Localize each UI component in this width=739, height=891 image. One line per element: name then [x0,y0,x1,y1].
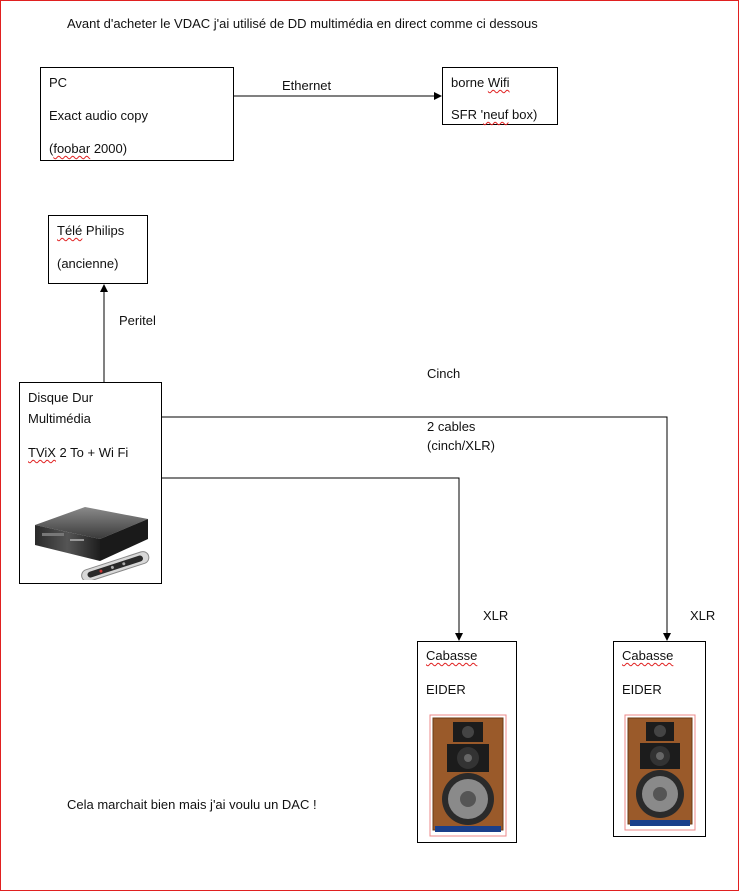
hdd-line3: TViX 2 To + Wi Fi [28,445,129,460]
hdd-box: Disque Dur Multimédia TViX 2 To + Wi Fi [19,382,162,584]
right-speaker-box: Cabasse EIDER [613,641,706,837]
pc-software: Exact audio copy [49,108,149,123]
cable-to-right-speaker [162,416,671,641]
right-speaker-model: EIDER [622,682,662,697]
intro-text: Avant d'acheter le VDAC j'ai utilisé de … [67,16,538,31]
pc-title: PC [49,75,68,90]
cables-label-2: (cinch/XLR) [427,438,495,453]
wifi-subtitle: SFR 'neuf box) [451,107,538,122]
xlr-label-right: XLR [690,608,716,623]
xlr-label-left: XLR [483,608,509,623]
right-speaker-image [624,714,696,831]
pc-player: (foobar 2000) [49,141,128,156]
cables-label-1: 2 cables [427,419,476,434]
cable-to-left-speaker [162,477,463,641]
wifi-title: borne Wifi [451,75,510,90]
right-speaker-brand: Cabasse [622,648,674,663]
hdd-line1: Disque Dur [28,390,94,405]
tv-box: Télé Philips (ancienne) [48,215,148,284]
cinch-label: Cinch [427,366,461,381]
left-speaker-box: Cabasse EIDER [417,641,517,843]
tv-subtitle: (ancienne) [57,256,119,271]
pc-box: PC Exact audio copy (foobar 2000) [40,67,234,161]
ethernet-label: Ethernet [282,78,332,93]
peritel-label: Peritel [119,313,156,328]
left-speaker-brand: Cabasse [426,648,478,663]
wifi-box: borne Wifi SFR 'neuf box) [442,67,558,125]
conclusion-text: Cela marchait bien mais j'ai voulu un DA… [67,797,317,812]
hdd-line2: Multimédia [28,411,91,426]
tv-title: Télé Philips [57,223,125,238]
left-speaker-image [429,714,507,837]
media-player-image [35,507,150,580]
left-speaker-model: EIDER [426,682,466,697]
